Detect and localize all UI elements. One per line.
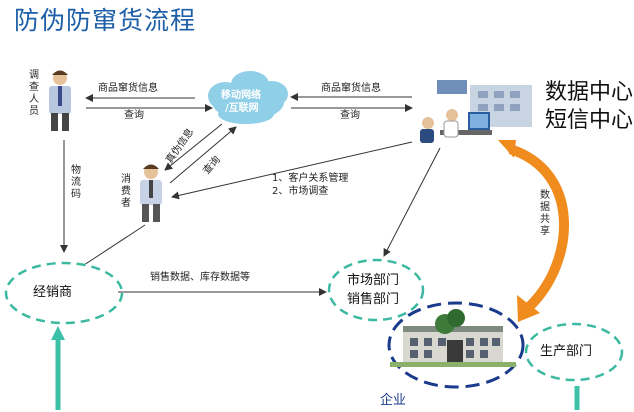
- network-cloud: [208, 71, 288, 124]
- consumer-label: 消费者: [121, 174, 131, 209]
- edge-label-dc-info: 商品窜货信息: [321, 83, 381, 94]
- edge-dc-market: [383, 147, 441, 257]
- distributor-ellipse: [4, 261, 124, 325]
- production-dept-ellipse: [524, 322, 624, 382]
- edge-authenticity: [164, 123, 223, 171]
- edge-label-sales-data: 销售数据、库存数据等: [150, 272, 250, 283]
- data-center-illustration: [420, 80, 532, 143]
- edge-label-crm-2: 2、市场调查: [272, 186, 329, 197]
- edge-label-inv-info: 商品窜货信息: [98, 83, 158, 94]
- market-dept-label-line1: 市场部门: [347, 273, 400, 288]
- investigator-label: 调查人员: [29, 70, 39, 117]
- edge-label-dc-query: 查询: [340, 110, 360, 121]
- network-label-line2: /互联网: [225, 103, 259, 114]
- page-title: 防伪防窜货流程: [14, 6, 197, 35]
- edge-label-crm-1: 1、客户关系管理: [272, 173, 349, 184]
- market-dept-ellipse: [327, 258, 425, 322]
- consumer-figure: [140, 164, 162, 222]
- investigator-figure: [49, 70, 71, 131]
- enterprise-label: 企业: [380, 393, 407, 408]
- edge-label-data-sharing: 数据共享: [540, 190, 550, 237]
- edge-label-logistics: 物流码: [71, 165, 81, 200]
- edge-crm: [171, 141, 413, 200]
- edge-consumer-distributor: [83, 224, 146, 266]
- production-dept-label: 生产部门: [540, 344, 593, 359]
- data-center-label-line2: 短信中心: [545, 108, 634, 133]
- distributor-label: 经销商: [33, 285, 73, 300]
- enterprise-building: [390, 309, 516, 367]
- edge-consumer-query: [169, 126, 237, 184]
- data-sharing-arrow: [498, 140, 569, 322]
- network-label-line1: 移动网络: [221, 90, 261, 101]
- data-center-label-line1: 数据中心: [545, 80, 634, 105]
- market-dept-label-line2: 销售部门: [347, 292, 400, 307]
- edge-label-inv-query: 查询: [124, 110, 144, 121]
- enterprise-ellipse: [387, 301, 525, 389]
